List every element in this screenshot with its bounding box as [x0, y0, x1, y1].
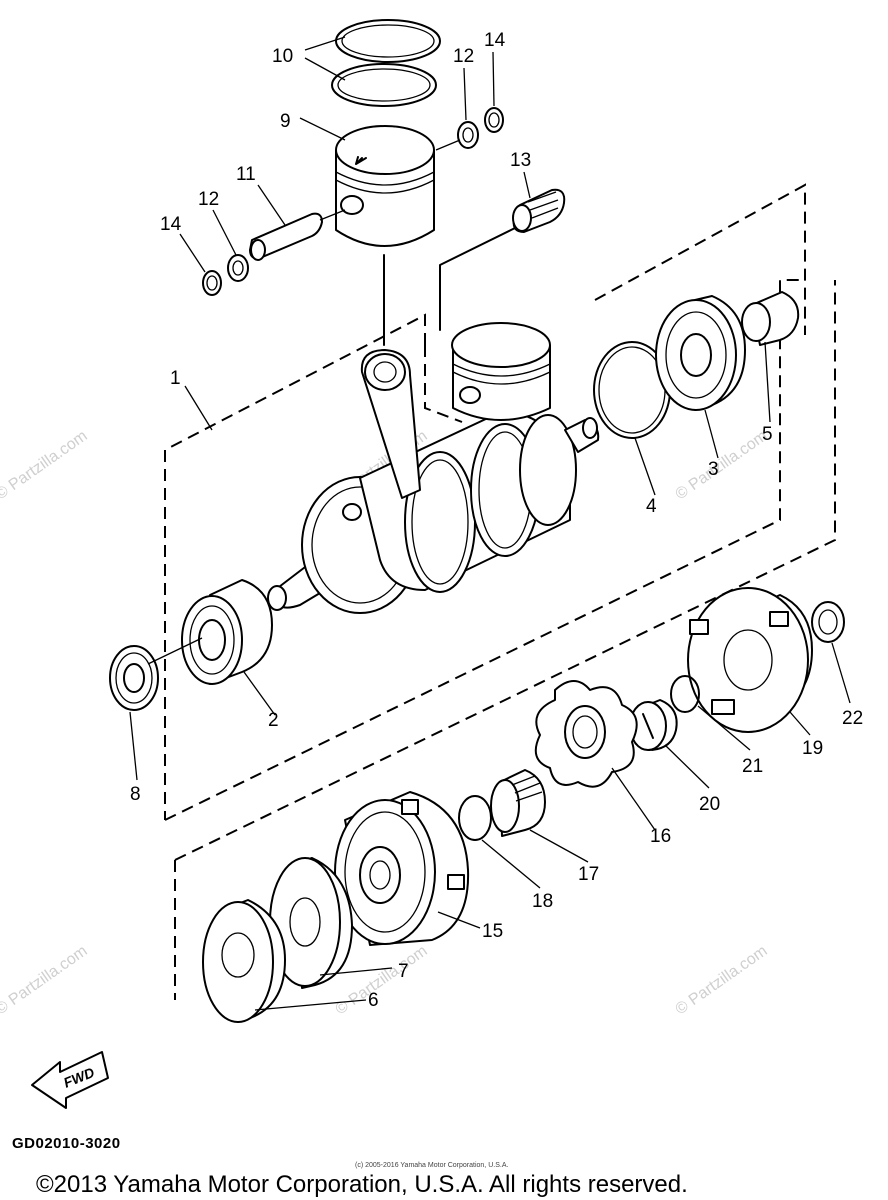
bearing-right	[655, 295, 746, 411]
callout-7: 7	[398, 961, 409, 982]
callout-14: 14	[160, 214, 182, 235]
bearing-left	[181, 579, 273, 685]
coupling-19	[687, 587, 813, 733]
collar	[741, 291, 800, 346]
callout-6: 6	[368, 990, 379, 1011]
callout-20: 20	[699, 794, 720, 815]
callout-4: 4	[646, 496, 657, 517]
fwd-arrow: FWD	[31, 1051, 109, 1109]
callout-labels: 10 9 11 12 14 12 14 13 1 2 8 4 3 5 6 7 1…	[130, 30, 863, 1011]
o-ring-18	[458, 795, 492, 841]
damper	[534, 680, 638, 788]
callout-2: 2	[268, 710, 279, 731]
assembly-boundaries	[164, 183, 836, 1000]
small-copyright: (c) 2005-2016 Yamaha Motor Corporation, …	[355, 1162, 508, 1169]
needle-bearing	[439, 188, 566, 331]
coupling-housing	[334, 791, 470, 946]
callout-1: 1	[170, 368, 181, 389]
callout-16: 16	[650, 826, 671, 847]
watermark-text: © Partzilla.com	[0, 428, 91, 504]
spacer	[269, 857, 353, 989]
watermark-text: © Partzilla.com	[673, 943, 771, 1019]
piston	[335, 125, 435, 346]
callout-9: 9	[280, 111, 291, 132]
watermark-text: © Partzilla.com	[673, 428, 771, 504]
washer-6	[202, 899, 286, 1023]
copyright-notice: ©2013 Yamaha Motor Corporation, U.S.A. A…	[36, 1171, 688, 1198]
callout-10: 10	[272, 46, 293, 67]
o-ring	[670, 675, 700, 713]
diagram-code: GD02010-3020	[12, 1135, 121, 1152]
threaded-coupler	[490, 769, 546, 837]
callout-11: 11	[236, 164, 256, 185]
callout-17: 17	[578, 864, 599, 885]
callout-13: 13	[510, 150, 531, 171]
crankshaft-assembly	[267, 322, 600, 614]
piston-pin	[249, 209, 346, 261]
callout-15: 15	[482, 921, 503, 942]
washer-22	[811, 601, 845, 643]
callout-14: 14	[484, 30, 506, 51]
callout-3: 3	[708, 459, 719, 480]
pin-clips	[202, 107, 504, 296]
leader-lines	[129, 36, 851, 1011]
callout-5: 5	[762, 424, 773, 445]
oil-seal-left	[109, 637, 203, 711]
callout-19: 19	[802, 738, 823, 759]
piston-rings	[331, 19, 441, 107]
callout-18: 18	[532, 891, 553, 912]
callout-12: 12	[198, 189, 219, 210]
callout-22: 22	[842, 708, 863, 729]
watermark-text: © Partzilla.com	[0, 943, 91, 1019]
callout-8: 8	[130, 784, 141, 805]
plug	[629, 699, 678, 751]
callout-12: 12	[453, 46, 474, 67]
callout-21: 21	[742, 756, 763, 777]
